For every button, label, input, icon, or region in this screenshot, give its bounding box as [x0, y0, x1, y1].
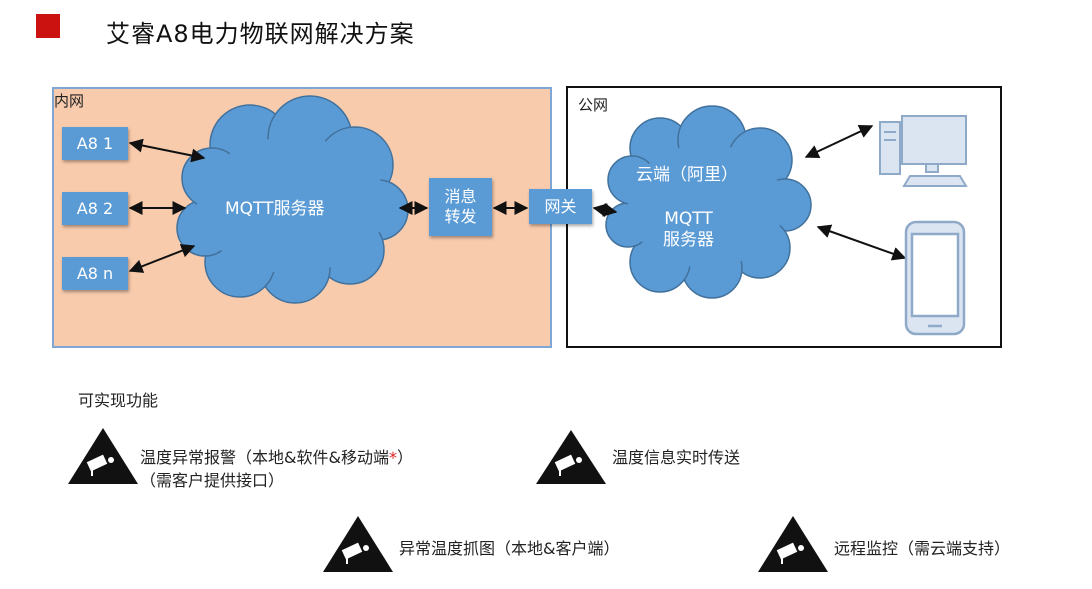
cloud-aliyun — [605, 105, 812, 299]
arrow-gateway-cloud — [592, 202, 618, 218]
features-heading: 可实现功能 — [78, 391, 159, 410]
mobile-phone-icon — [904, 220, 966, 336]
arrow-cloud-phone — [816, 224, 907, 261]
node-a8-n: A8 n — [62, 257, 128, 290]
title-accent-square — [36, 14, 60, 38]
arrow-a8-n-mqtt — [128, 244, 196, 273]
arrow-cloud-desktop — [804, 125, 874, 158]
relay-line1: 消息 — [444, 187, 477, 206]
desktop-computer-icon — [879, 115, 968, 187]
page-title: 艾睿A8电力物联网解决方案 — [106, 20, 415, 48]
node-message-relay: 消息 转发 — [429, 178, 492, 236]
cloud-mqtt-server-label: MQTT 服务器 — [663, 209, 714, 252]
mqtt-local-cloud — [176, 95, 409, 304]
camera-warning-icon — [536, 430, 606, 484]
feature-1-line1: 温度异常报警（本地&软件&移动端*） — [140, 446, 413, 469]
feature-1-asterisk: * — [388, 448, 397, 467]
camera-warning-icon — [323, 516, 393, 572]
feature-1-close: ） — [396, 448, 413, 467]
cloud-mqtt-line1: MQTT — [664, 209, 713, 229]
connector-arrows — [128, 125, 907, 273]
cloud-mqtt-line2: 服务器 — [663, 230, 714, 251]
feature-remote-monitoring: 远程监控（需云端支持） — [834, 539, 1011, 558]
feature-1-line2: （需客户提供接口） — [140, 471, 285, 491]
node-a8-1: A8 1 — [62, 127, 128, 160]
public-network-label: 公网 — [578, 96, 609, 114]
mqtt-server-label: MQTT服务器 — [225, 199, 325, 219]
feature-1-main: 温度异常报警（本地&软件&移动端 — [140, 448, 389, 467]
node-a8-2: A8 2 — [62, 192, 128, 225]
cloud-aliyun-label: 云端（阿里） — [636, 165, 738, 185]
feature-temperature-alarm: 温度异常报警（本地&软件&移动端*） （需客户提供接口） — [140, 446, 413, 492]
camera-warning-icon — [758, 516, 828, 572]
feature-abnormal-capture: 异常温度抓图（本地&客户端） — [399, 539, 620, 558]
camera-warning-icon — [68, 428, 138, 484]
feature-realtime-transfer: 温度信息实时传送 — [612, 448, 741, 467]
node-gateway: 网关 — [529, 189, 592, 224]
intranet-label: 内网 — [54, 92, 85, 110]
arrow-a8-1-mqtt — [128, 138, 206, 163]
relay-line2: 转发 — [444, 207, 477, 226]
